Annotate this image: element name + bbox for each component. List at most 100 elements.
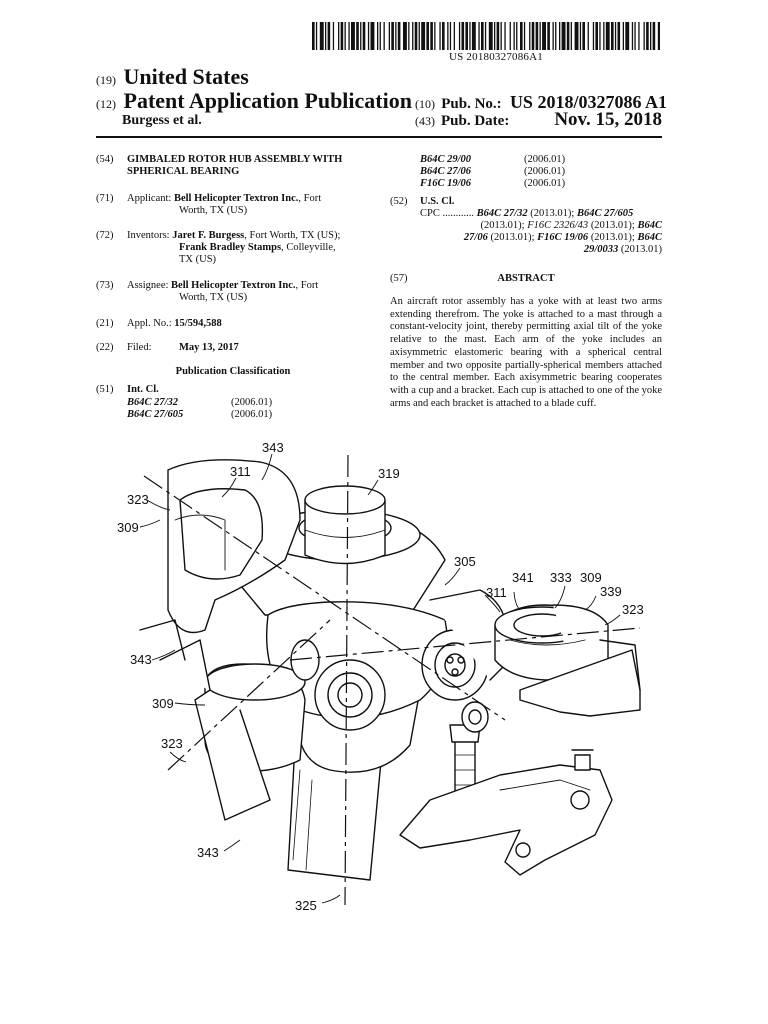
uscl-code: (52)	[390, 196, 408, 207]
barcode-bar	[449, 22, 452, 50]
barcode-bar	[414, 22, 418, 50]
barcode-bar	[481, 22, 484, 50]
barcode-bar	[418, 22, 420, 50]
intcl-row: F16C 19/06 (2006.01)	[420, 178, 620, 190]
barcode-bar	[555, 22, 557, 50]
publication-type-code: (12)	[96, 97, 116, 111]
barcode-bar	[447, 22, 449, 50]
inventor-1-location: , Fort Worth, TX (US);	[244, 230, 341, 241]
barcode-bar	[442, 22, 445, 50]
barcode-bar	[566, 22, 570, 50]
barcode-bar	[605, 22, 610, 50]
applicant-name: Bell Helicopter Textron Inc.	[173, 193, 299, 204]
inventor-2-location-2: TX (US)	[179, 254, 217, 265]
patent-figure: 343 311 319 323 309 305 341 333 309 339 …	[117, 440, 644, 913]
ref-343: 343	[262, 440, 284, 455]
country-code: (19)	[96, 73, 116, 87]
barcode-bar	[388, 22, 390, 50]
barcode-bar	[625, 22, 630, 50]
barcode-bar	[344, 22, 346, 50]
barcode-bar	[370, 22, 375, 50]
barcode-bar	[599, 22, 601, 50]
barcode-bar	[542, 22, 546, 50]
barcode-bar	[377, 22, 379, 50]
inventor-1-name: Jaret F. Burgess	[172, 230, 245, 241]
filed-date: May 13, 2017	[179, 342, 239, 353]
intcl-version: (2006.01)	[524, 178, 566, 189]
uscl-label: U.S. Cl.	[420, 196, 455, 207]
pub-no-code: (10)	[415, 97, 435, 111]
pub-date-line: (43) Pub. Date: Nov. 15, 2018	[415, 109, 662, 130]
cpc-class: F16C 2326/43	[527, 220, 589, 231]
assignee-location-2: Worth, TX (US)	[179, 292, 248, 303]
appl-number: 15/594,588	[174, 318, 222, 329]
barcode-bar	[471, 22, 476, 50]
publication-type-line: (12) Patent Application Publication	[96, 88, 412, 114]
abstract-text: An aircraft rotor assembly has a yoke wi…	[390, 296, 663, 409]
cpc-class: B64C 27/32	[476, 208, 528, 219]
barcode-bar	[582, 22, 585, 50]
intcl-row: B64C 27/32 (2006.01)	[127, 397, 327, 409]
assignee-code: (73)	[96, 280, 114, 291]
cpc-class: F16C 19/06	[537, 232, 589, 243]
barcode	[312, 22, 660, 50]
abstract-code: (57)	[390, 273, 408, 284]
intcl-class: B64C 27/32	[127, 397, 179, 408]
ref-343: 343	[197, 845, 219, 860]
ref-339: 339	[600, 584, 622, 599]
cpc-class: B64C	[637, 232, 662, 243]
barcode-bar	[587, 22, 589, 50]
barcode-bar	[312, 22, 315, 50]
applicant-field: Applicant: Bell Helicopter Textron Inc.,…	[127, 193, 379, 217]
pub-no-label: Pub. No.:	[441, 96, 502, 112]
cpc-version: (2013.01);	[588, 232, 638, 243]
barcode-bar	[617, 22, 621, 50]
intcl-class: B64C 27/605	[127, 409, 184, 420]
pub-no-line: (10) Pub. No.: US 2018/0327086 A1	[415, 92, 667, 113]
barcode-bar	[340, 22, 344, 50]
ref-319: 319	[378, 466, 400, 481]
barcode-bar	[434, 22, 436, 50]
barcode-bar	[513, 22, 515, 50]
abstract-heading: ABSTRACT	[497, 273, 555, 284]
header-divider	[96, 136, 662, 138]
filed-label: Filed:	[127, 342, 152, 353]
intcl-row: B64C 27/605 (2006.01)	[127, 409, 327, 421]
barcode-bar	[531, 22, 535, 50]
appl-label: Appl. No.:	[127, 318, 172, 329]
barcode-bar	[657, 22, 660, 50]
country-line: (19) United States	[96, 64, 249, 90]
intcl-row: B64C 29/00 (2006.01)	[420, 154, 620, 166]
cpc-class: 29/0033	[583, 244, 619, 255]
intcl-version: (2006.01)	[524, 166, 566, 177]
ref-309: 309	[152, 696, 174, 711]
cpc-label: CPC ............	[420, 208, 474, 219]
barcode-bar	[500, 22, 502, 50]
invention-title: GIMBALED ROTOR HUB ASSEMBLY WITH SPHERIC…	[127, 154, 379, 178]
barcode-bar	[570, 22, 572, 50]
barcode-bar	[408, 22, 410, 50]
barcode-bar	[478, 22, 480, 50]
cpc-version: (2013.01)	[618, 244, 662, 255]
pub-date-value: Nov. 15, 2018	[554, 109, 662, 130]
barcode-bar	[643, 22, 645, 50]
barcode-bar	[494, 22, 496, 50]
barcode-bar	[319, 22, 324, 50]
barcode-bar	[579, 22, 582, 50]
barcode-bar	[395, 22, 397, 50]
barcode-bar	[461, 22, 465, 50]
barcode-bar	[356, 22, 359, 50]
intcl-class: B64C 27/06	[420, 166, 472, 177]
ref-311: 311	[486, 585, 507, 600]
publication-type: Patent Application Publication	[123, 88, 412, 113]
ref-305: 305	[454, 554, 476, 569]
appl-field: Appl. No.: 15/594,588	[127, 318, 379, 330]
barcode-bar	[325, 22, 327, 50]
applicant-location: , Fort	[298, 193, 322, 204]
inventor-2-name: Frank Bradley Stamps	[179, 242, 282, 253]
ref-341: 341	[512, 570, 534, 585]
barcode-bar	[574, 22, 579, 50]
barcode-bar	[529, 22, 531, 50]
assignee-name: Bell Helicopter Textron Inc.	[171, 280, 296, 291]
barcode-bar	[421, 22, 426, 50]
